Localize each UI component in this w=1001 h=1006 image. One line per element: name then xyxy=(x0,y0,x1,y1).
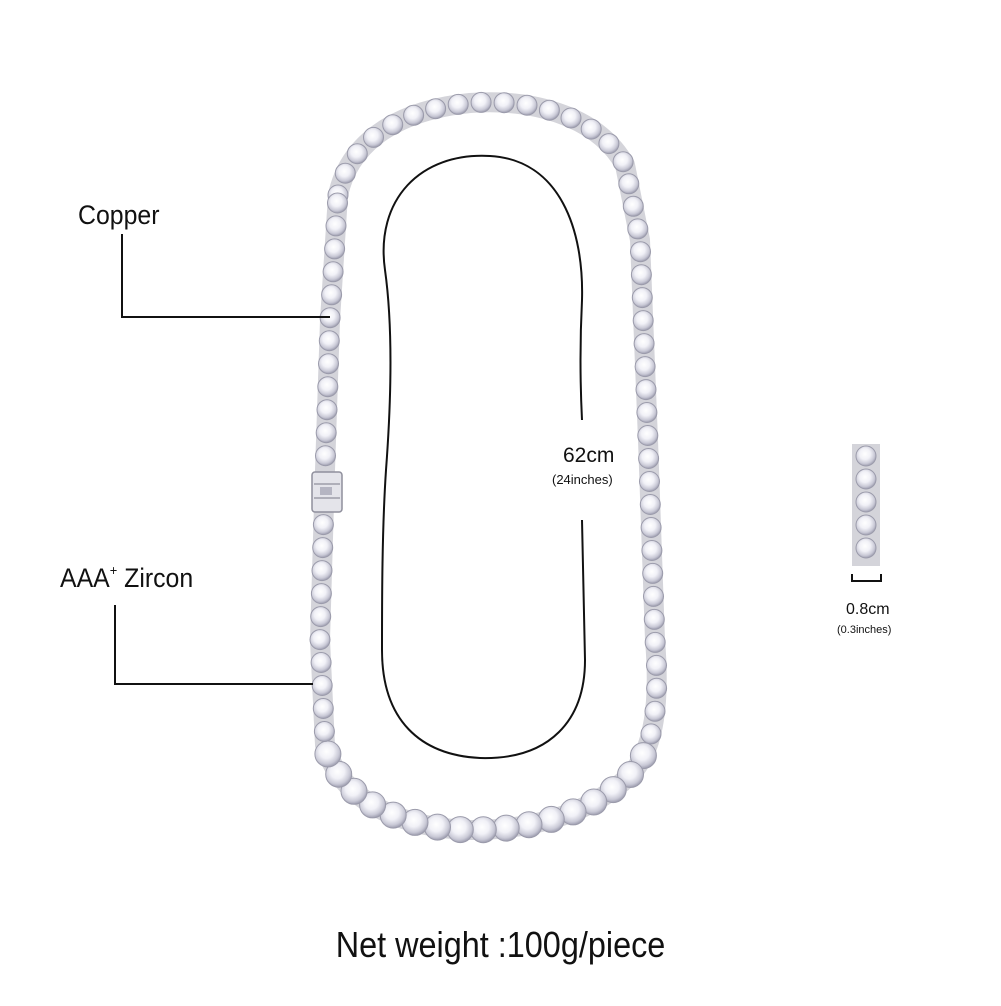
zircon-stone xyxy=(382,114,404,136)
zircon-stone xyxy=(313,721,335,742)
stone-grade: AAA xyxy=(60,563,110,593)
zircon-stone xyxy=(612,151,634,173)
zircon-stone xyxy=(327,192,348,214)
zircon-stone xyxy=(632,310,654,332)
length-inch-label: (24inches) xyxy=(552,472,613,487)
zircon-stone xyxy=(641,540,663,561)
zircon-stone xyxy=(424,813,451,841)
length-cm-label: 62cm xyxy=(563,444,615,467)
copper-leader-line xyxy=(121,234,330,318)
zircon-stone xyxy=(642,562,664,584)
segment-stone xyxy=(855,445,877,467)
net-weight-caption: Net weight :100g/piece xyxy=(335,924,666,965)
zircon-stone xyxy=(644,631,666,653)
zircon-stone xyxy=(627,218,649,240)
width-cm-label: 0.8cm xyxy=(846,601,890,618)
material-label: Copper xyxy=(78,200,160,230)
zircon-stone xyxy=(340,777,368,805)
zircon-stone xyxy=(630,264,652,286)
zircon-stone xyxy=(630,241,651,263)
zircon-stone xyxy=(359,791,387,819)
segment-stone xyxy=(855,491,877,513)
zircon-stone xyxy=(310,583,332,605)
zircon-stone xyxy=(312,514,334,536)
zircon-stone xyxy=(560,107,582,129)
zircon-stone xyxy=(580,118,602,140)
zircon-stone xyxy=(646,654,667,676)
zircon-stone xyxy=(640,723,662,745)
zircon-stone xyxy=(311,675,333,696)
zircon-stone xyxy=(425,98,447,120)
zircon-stones xyxy=(309,91,668,844)
segment-stone xyxy=(855,537,877,559)
zircon-stone xyxy=(516,94,538,116)
zircon-stone xyxy=(315,445,336,467)
zircon-stone xyxy=(636,402,658,423)
zircon-stone xyxy=(637,425,659,446)
length-loop xyxy=(380,154,587,760)
zircon-stone xyxy=(446,816,474,844)
zircon-stone xyxy=(312,698,334,719)
zircon-stone xyxy=(321,284,343,306)
zircon-stone xyxy=(316,399,338,421)
zircon-stone xyxy=(643,608,665,630)
zircon-stone xyxy=(346,143,368,165)
zircon-stone xyxy=(634,356,656,378)
zircon-stone xyxy=(325,215,347,237)
zircon-stone xyxy=(493,92,515,114)
segment-stone xyxy=(855,468,877,490)
zircon-stone xyxy=(646,677,668,699)
stone-type: Zircon xyxy=(117,563,194,593)
zircon-stone xyxy=(310,606,332,628)
stone-label: AAA+ Zircon xyxy=(60,562,194,594)
zircon-stone xyxy=(310,652,332,673)
zircon-stone xyxy=(639,471,660,492)
zircon-stone xyxy=(312,537,334,559)
zircon-stone xyxy=(322,261,344,283)
zircon-stone xyxy=(537,805,565,833)
clasp-image xyxy=(311,471,343,513)
zircon-stone xyxy=(629,742,657,770)
zircon-stone xyxy=(622,195,644,217)
zircon-stone xyxy=(538,99,560,121)
zircon-stone xyxy=(492,814,520,842)
zircon-stone xyxy=(311,560,333,582)
zircon-stone xyxy=(643,585,664,607)
zircon-stone xyxy=(318,353,339,375)
zircon-stone xyxy=(617,761,644,788)
segment-stone xyxy=(855,514,877,536)
zircon-stone xyxy=(363,126,384,148)
zircon-stone xyxy=(644,700,666,722)
zircon-stone xyxy=(599,776,627,804)
zircon-stone xyxy=(315,422,337,444)
zircon-stone xyxy=(447,93,469,115)
zircon-stone xyxy=(618,173,640,195)
zircon-stone xyxy=(318,330,340,352)
zircon-stone xyxy=(631,287,653,309)
zircon-stone xyxy=(403,104,425,126)
chain-segment-image xyxy=(852,444,880,566)
zircon-stone xyxy=(635,379,657,401)
zircon-stone xyxy=(515,811,543,839)
zircon-stone xyxy=(469,816,497,844)
zircon-stone xyxy=(638,448,660,469)
width-inch-label: (0.3inches) xyxy=(837,624,892,636)
zircon-stone xyxy=(633,333,655,355)
zircon-stone xyxy=(470,91,492,113)
zircon-stone xyxy=(324,238,346,260)
stone-grade-plus: + xyxy=(109,562,118,578)
zircon-stone xyxy=(598,133,620,155)
zircon-stone xyxy=(309,629,331,651)
zircon-stone xyxy=(317,376,339,398)
zircon-stone xyxy=(334,162,356,184)
zircon-stone xyxy=(639,494,661,515)
width-bracket xyxy=(851,574,882,582)
zircon-stone xyxy=(640,517,662,538)
zircon-stone xyxy=(314,740,342,768)
zircon-leader-line xyxy=(114,605,313,685)
